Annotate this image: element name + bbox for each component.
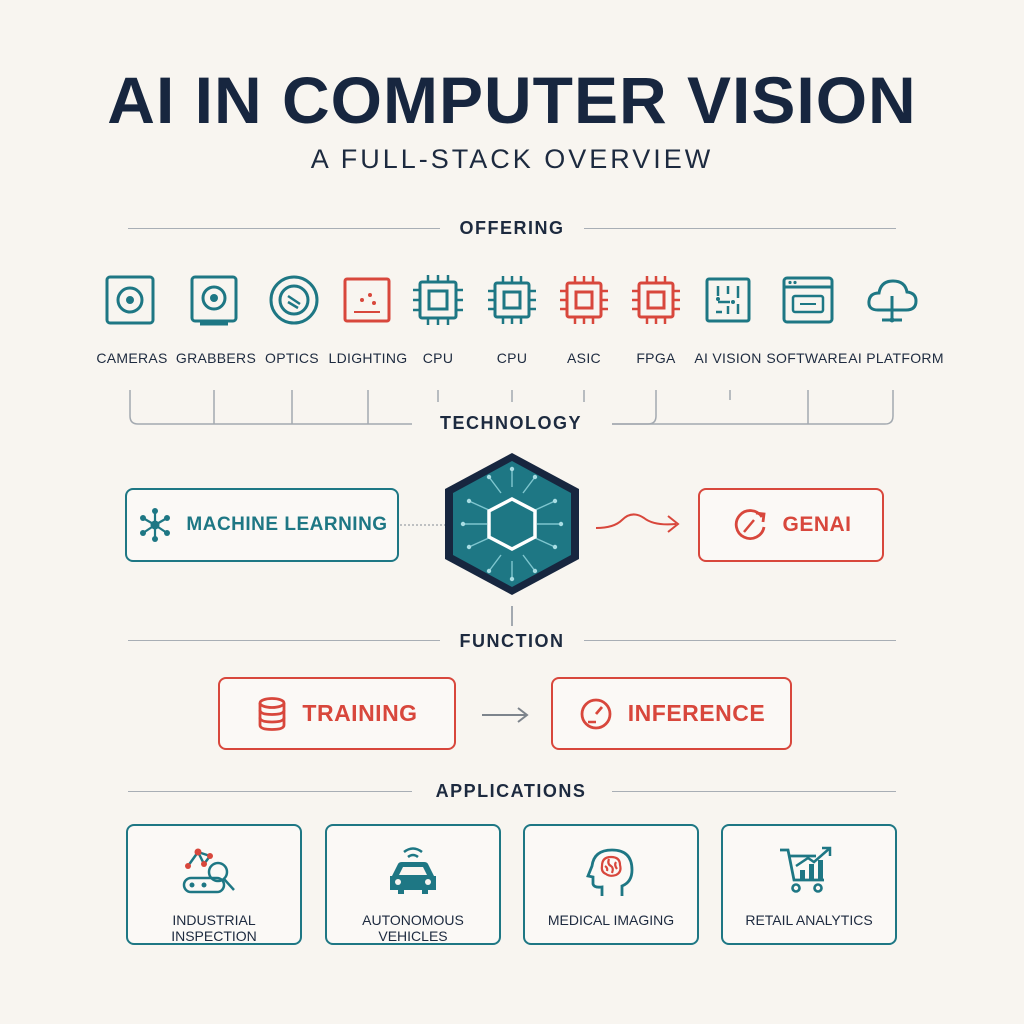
application-card-autonomous: AUTONOMOUS VEHICLES: [325, 824, 501, 945]
page-title: AI IN COMPUTER VISION: [107, 63, 917, 137]
fpga-chip-icon: [628, 272, 684, 328]
asic-chip-icon: [556, 272, 612, 328]
lighting-icon: [340, 272, 396, 328]
application-card-industrial: INDUSTRIAL INSPECTION: [126, 824, 302, 945]
frame-grabber-icon: [186, 272, 242, 328]
divider-line: [128, 791, 412, 792]
inference-box: INFERENCE: [551, 677, 792, 750]
ai-chip-hexagon-icon: [441, 449, 583, 599]
machine-learning-box: MACHINE LEARNING: [125, 488, 399, 562]
divider-line: [128, 640, 440, 641]
lens-icon: [266, 272, 322, 328]
refresh-arrow-icon: [730, 505, 770, 545]
application-label: AUTONOMOUS VEHICLES: [362, 912, 464, 944]
genai-box: GENAI: [698, 488, 884, 562]
gauge-icon: [578, 696, 614, 732]
offering-label: CAMERAS: [96, 350, 168, 366]
offering-label: SOFTWARE: [766, 350, 848, 366]
application-card-retail: RETAIL ANALYTICS: [721, 824, 897, 945]
arrow-right: [482, 707, 529, 723]
training-box: TRAINING: [218, 677, 456, 750]
cloud-platform-icon: [864, 272, 920, 328]
training-label: TRAINING: [302, 700, 418, 726]
cpu-icon: [410, 272, 466, 328]
application-label: RETAIL ANALYTICS: [745, 912, 873, 928]
head-brain-icon: [586, 848, 634, 896]
section-label-function: FUNCTION: [459, 631, 565, 651]
connector-line: [511, 606, 513, 626]
car-icon: [390, 847, 436, 894]
offering-label: GRABBERS: [175, 350, 257, 366]
offering-label: LDIGHTING: [328, 350, 408, 366]
conveyor-inspection-icon: [182, 848, 235, 894]
software-window-icon: [780, 272, 836, 328]
ai-vision-board-icon: [700, 272, 756, 328]
application-card-medical: MEDICAL IMAGING: [523, 824, 699, 945]
offering-label: OPTICS: [265, 350, 319, 366]
genai-label: GENAI: [782, 513, 852, 536]
divider-line: [128, 228, 440, 229]
chip-icon: [484, 272, 540, 328]
page-subtitle: A FULL-STACK OVERVIEW: [310, 144, 714, 174]
cart-chart-icon: [780, 846, 832, 893]
network-nodes-icon: [136, 506, 174, 544]
camera-icon: [102, 272, 158, 328]
application-label: MEDICAL IMAGING: [547, 912, 675, 928]
machine-learning-label: MACHINE LEARNING: [186, 514, 388, 535]
divider-line: [584, 228, 896, 229]
section-label-technology: TECHNOLOGY: [439, 413, 582, 433]
application-label: INDUSTRIAL INSPECTION: [171, 912, 257, 944]
offering-label: CPU: [422, 350, 454, 366]
bracket-connector: [129, 390, 894, 425]
offering-label: ASIC: [567, 350, 601, 366]
divider-line: [584, 640, 896, 641]
section-label-offering: OFFERING: [459, 218, 565, 238]
offering-label: AI PLATFORM: [848, 350, 944, 366]
wavy-arrow: [595, 513, 680, 533]
section-label-applications: APPLICATIONS: [435, 781, 587, 801]
divider-line: [612, 791, 896, 792]
inference-label: INFERENCE: [627, 700, 766, 726]
database-icon: [256, 696, 288, 732]
offering-label: AI VISION: [694, 350, 762, 366]
offering-label: FPGA: [636, 350, 676, 366]
offering-label: CPU: [496, 350, 528, 366]
